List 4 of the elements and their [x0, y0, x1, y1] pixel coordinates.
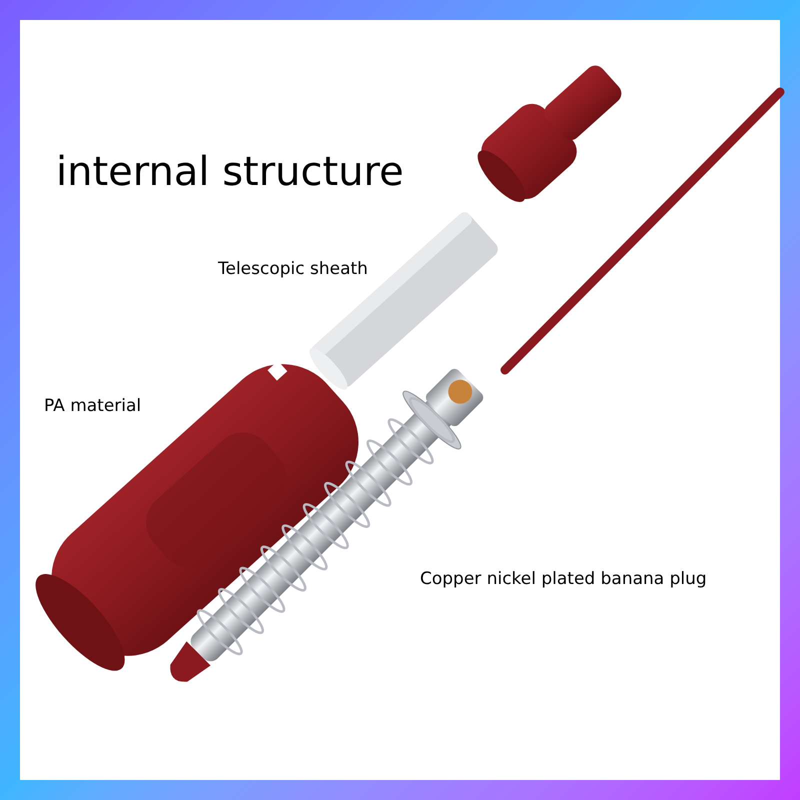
part-label: Telescopic sheath: [218, 259, 368, 280]
part-label: Copper nickel plated banana plug: [420, 569, 707, 590]
heading: internal structure: [56, 152, 404, 192]
part-label: PA material: [44, 396, 142, 418]
